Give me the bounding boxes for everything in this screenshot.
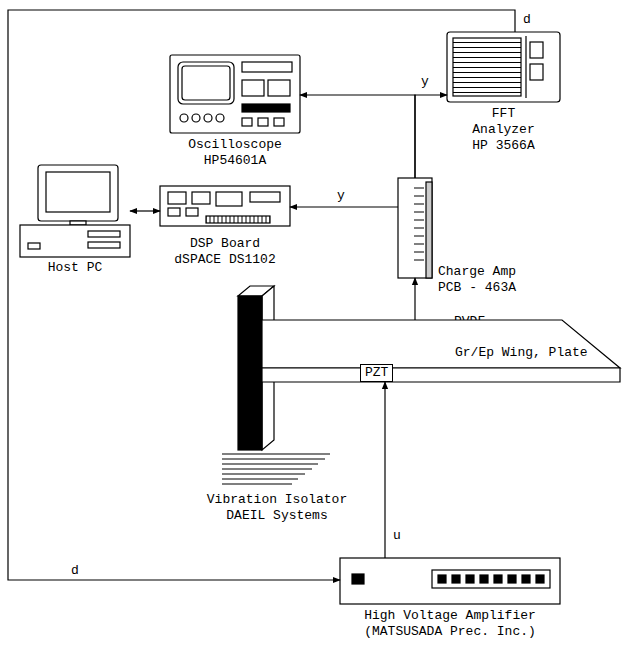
node-label: Charge Amp PCB - 463A xyxy=(438,264,528,296)
charge-amplifier: Charge Amp PCB - 463A xyxy=(398,178,432,278)
node-label: Gr/Ep Wing, Plate xyxy=(455,345,595,361)
hv-amplifier-drawing xyxy=(340,558,560,604)
oscilloscope: Oscilloscope HP54601A xyxy=(170,55,300,133)
composite-plate: Gr/Ep Wing, PlatePZT xyxy=(262,300,624,384)
plate-outline xyxy=(262,300,624,384)
node-label: FFT Analyzer HP 3566A xyxy=(467,106,541,154)
charge-amp-drawing xyxy=(398,178,432,278)
pzt-actuator: PZT xyxy=(360,364,393,382)
signal-connector xyxy=(415,95,447,178)
oscilloscope-drawing xyxy=(170,55,300,133)
signal-connector xyxy=(130,210,160,211)
vibration-isolator-drawing xyxy=(222,454,330,484)
dsp-board: DSP Board dSPACE DS1102 xyxy=(160,180,290,230)
node-label: High Voltage Amplifier (MATSUSADA Prec. … xyxy=(358,608,542,640)
signal-connector xyxy=(300,95,415,178)
signal-name: d xyxy=(522,12,532,28)
hv-amplifier: High Voltage Amplifier (MATSUSADA Prec. … xyxy=(340,558,560,604)
host-pc-drawing xyxy=(20,165,130,257)
vibration-isolator: Vibration Isolator DAEIL Systems xyxy=(222,452,332,488)
signal-name: y xyxy=(420,74,430,90)
dsp-board-drawing xyxy=(160,186,290,226)
host-pc: Host PC xyxy=(20,165,130,257)
node-label: Host PC xyxy=(30,260,120,276)
node-label: Vibration Isolator DAEIL Systems xyxy=(202,492,352,524)
signal-connector xyxy=(290,206,398,207)
signal-name: d xyxy=(70,563,80,579)
node-label: Oscilloscope HP54601A xyxy=(184,137,286,169)
signal-connector xyxy=(384,382,385,558)
signal-name: y xyxy=(336,188,346,204)
node-label: PZT xyxy=(365,365,388,381)
fft-analyzer-drawing xyxy=(447,32,560,102)
fft-analyzer: FFT Analyzer HP 3566A xyxy=(447,32,560,102)
node-label: DSP Board dSPACE DS1102 xyxy=(168,236,282,268)
signal-name: u xyxy=(392,528,402,544)
